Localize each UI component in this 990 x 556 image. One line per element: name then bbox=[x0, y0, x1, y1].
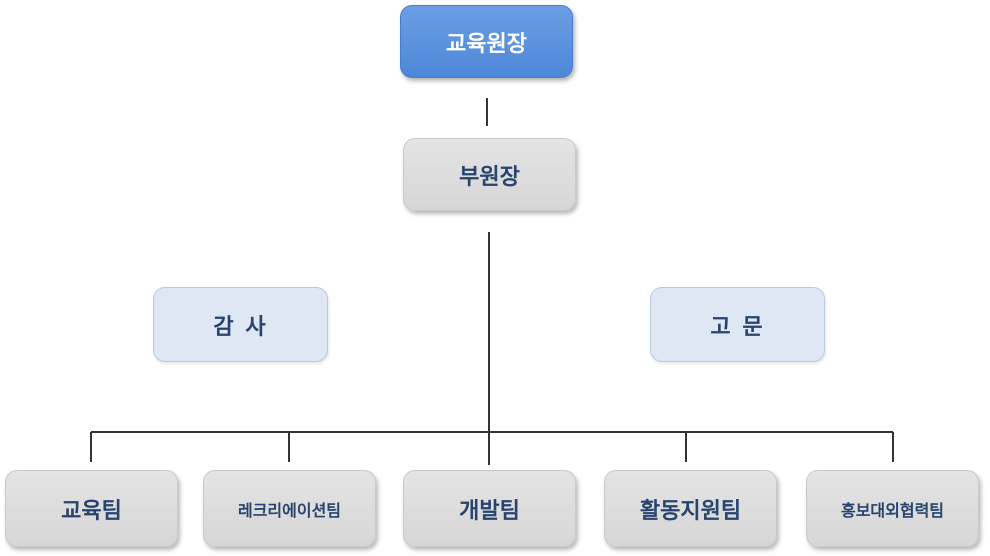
audit-label: 감 사 bbox=[213, 314, 268, 340]
team-label: 교육팀 bbox=[61, 498, 122, 524]
head-box: 교육원장 bbox=[400, 5, 573, 78]
advisor-box: 고 문 bbox=[650, 287, 825, 362]
advisor-label: 고 문 bbox=[710, 314, 765, 340]
head-label: 교육원장 bbox=[446, 31, 527, 57]
team-box-education: 교육팀 bbox=[5, 470, 178, 547]
team-box-activity-support: 활동지원팀 bbox=[604, 470, 777, 547]
team-label: 레크리에이션팀 bbox=[237, 500, 342, 520]
audit-box: 감 사 bbox=[153, 287, 328, 362]
team-box-recreation: 레크리에이션팀 bbox=[203, 470, 376, 547]
team-box-pr-external: 홍보대외협력팀 bbox=[806, 470, 979, 547]
deputy-label: 부원장 bbox=[459, 164, 520, 190]
team-label: 활동지원팀 bbox=[639, 498, 742, 524]
team-label: 개발팀 bbox=[459, 498, 520, 524]
team-label: 홍보대외협력팀 bbox=[840, 500, 945, 520]
deputy-box: 부원장 bbox=[403, 138, 576, 211]
team-box-development: 개발팀 bbox=[403, 470, 576, 547]
